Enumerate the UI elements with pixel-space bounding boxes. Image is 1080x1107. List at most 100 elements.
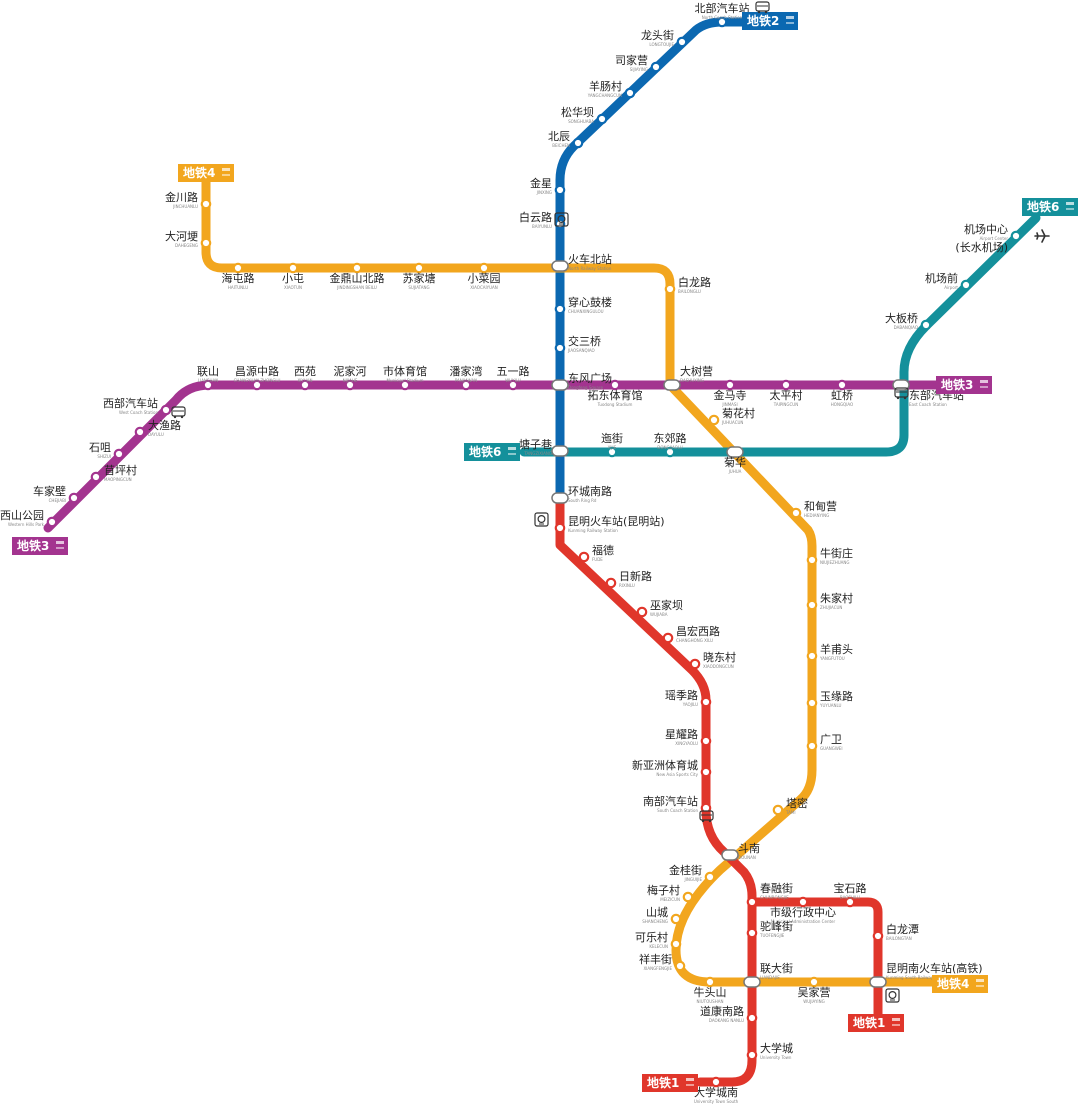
line-badge-line1-bottom[interactable]: 地铁1: [642, 1074, 698, 1092]
station-dot[interactable]: [636, 606, 648, 618]
station-dot[interactable]: [700, 735, 712, 747]
station-dot[interactable]: [700, 696, 712, 708]
line-badge-line3-right[interactable]: 地铁3: [936, 376, 992, 394]
transfer-station-marker[interactable]: [726, 446, 744, 458]
station-dot[interactable]: [554, 342, 566, 354]
line-badge-line2-top[interactable]: 地铁2: [742, 12, 798, 30]
station-dot[interactable]: [299, 379, 311, 391]
station-dot[interactable]: [572, 137, 584, 149]
badge-subtext-mark: [686, 1078, 694, 1081]
station-dot[interactable]: [460, 379, 472, 391]
transfer-station-marker[interactable]: [551, 260, 569, 272]
station-dot[interactable]: [806, 740, 818, 752]
station-dot[interactable]: [797, 896, 809, 908]
station-dot[interactable]: [554, 522, 566, 534]
line-badge-line4-left[interactable]: 地铁4: [178, 164, 234, 182]
station-dot[interactable]: [478, 262, 490, 274]
station-dot[interactable]: [806, 554, 818, 566]
station-dot[interactable]: [676, 36, 688, 48]
station-dot[interactable]: [606, 446, 618, 458]
station-dot[interactable]: [160, 404, 172, 416]
line-badge-line6-left[interactable]: 地铁6: [464, 443, 520, 461]
station-dot[interactable]: [716, 16, 728, 28]
station-dot[interactable]: [68, 492, 80, 504]
station-dot[interactable]: [554, 303, 566, 315]
line-badge-line3-left[interactable]: 地铁3: [12, 537, 68, 555]
station-dot[interactable]: [674, 960, 686, 972]
station-dot[interactable]: [790, 507, 802, 519]
station-dot[interactable]: [662, 632, 674, 644]
station-dot[interactable]: [689, 658, 701, 670]
station-dot[interactable]: [200, 237, 212, 249]
transfer-station-marker[interactable]: [551, 492, 569, 504]
transfer-station-marker[interactable]: [551, 379, 569, 391]
station-dot[interactable]: [605, 577, 617, 589]
station-dot[interactable]: [746, 896, 758, 908]
station-dot[interactable]: [710, 1076, 722, 1088]
station-dot[interactable]: [596, 113, 608, 125]
station-dot[interactable]: [650, 61, 662, 73]
station-dot[interactable]: [1010, 230, 1022, 242]
line-badge-line1-right[interactable]: 地铁1: [848, 1014, 904, 1032]
station-dot[interactable]: [844, 896, 856, 908]
transfer-station-marker[interactable]: [663, 379, 681, 391]
station-dot[interactable]: [624, 87, 636, 99]
station-dot[interactable]: [772, 804, 784, 816]
station-dot[interactable]: [704, 976, 716, 988]
station-dot[interactable]: [700, 802, 712, 814]
line-badge-line6-top[interactable]: 地铁6: [1022, 198, 1078, 216]
station-dot[interactable]: [609, 379, 621, 391]
station-dot[interactable]: [746, 1049, 758, 1061]
station-dot[interactable]: [251, 379, 263, 391]
station-dot[interactable]: [806, 697, 818, 709]
station-dot[interactable]: [90, 471, 102, 483]
station-dot[interactable]: [664, 283, 676, 295]
station-en-label: CHANGHONG XILU: [676, 638, 713, 643]
badge-subtext-mark: [786, 16, 794, 19]
transfer-station-marker[interactable]: [743, 976, 761, 988]
transfer-station-marker[interactable]: [869, 976, 887, 988]
station-dot[interactable]: [682, 891, 694, 903]
station-dot[interactable]: [708, 414, 720, 426]
station-dot[interactable]: [287, 262, 299, 274]
station-dot[interactable]: [746, 1012, 758, 1024]
station-dot[interactable]: [806, 599, 818, 611]
station-dot[interactable]: [700, 766, 712, 778]
station-dot[interactable]: [806, 650, 818, 662]
station-dot[interactable]: [200, 198, 212, 210]
badge-subtext-mark: [980, 380, 988, 383]
station-dot[interactable]: [808, 976, 820, 988]
station-dot[interactable]: [724, 379, 736, 391]
station-dot[interactable]: [578, 551, 590, 563]
station-dot[interactable]: [113, 448, 125, 460]
transfer-station-marker[interactable]: [551, 445, 569, 457]
station-dot[interactable]: [836, 379, 848, 391]
station-dot[interactable]: [780, 379, 792, 391]
station-dot[interactable]: [664, 446, 676, 458]
station-dot[interactable]: [344, 379, 356, 391]
station-dot[interactable]: [554, 184, 566, 196]
station-dot[interactable]: [46, 516, 58, 528]
station-dot[interactable]: [670, 938, 682, 950]
station-dot[interactable]: [872, 930, 884, 942]
station-dot[interactable]: [920, 319, 932, 331]
station-dot[interactable]: [134, 426, 146, 438]
station-name-label: 西苑: [294, 365, 316, 378]
station-dot[interactable]: [746, 927, 758, 939]
transfer-station-marker[interactable]: [721, 849, 739, 861]
station-en-label: JUHUACUN: [721, 420, 743, 425]
station-dot[interactable]: [351, 262, 363, 274]
station-en-label: University Town South: [694, 1099, 739, 1104]
station-dot[interactable]: [960, 279, 972, 291]
station-dot[interactable]: [670, 913, 682, 925]
station-dot[interactable]: [704, 871, 716, 883]
station-name-label: 瑶季路: [665, 689, 698, 702]
railway-station-icon: [534, 512, 549, 527]
station-en-label: South Ring Rd: [568, 498, 597, 503]
station-dot[interactable]: [507, 379, 519, 391]
line-badge-line4-right[interactable]: 地铁4: [932, 975, 988, 993]
station-dot[interactable]: [202, 379, 214, 391]
station-dot[interactable]: [232, 262, 244, 274]
station-dot[interactable]: [413, 262, 425, 274]
station-dot[interactable]: [399, 379, 411, 391]
